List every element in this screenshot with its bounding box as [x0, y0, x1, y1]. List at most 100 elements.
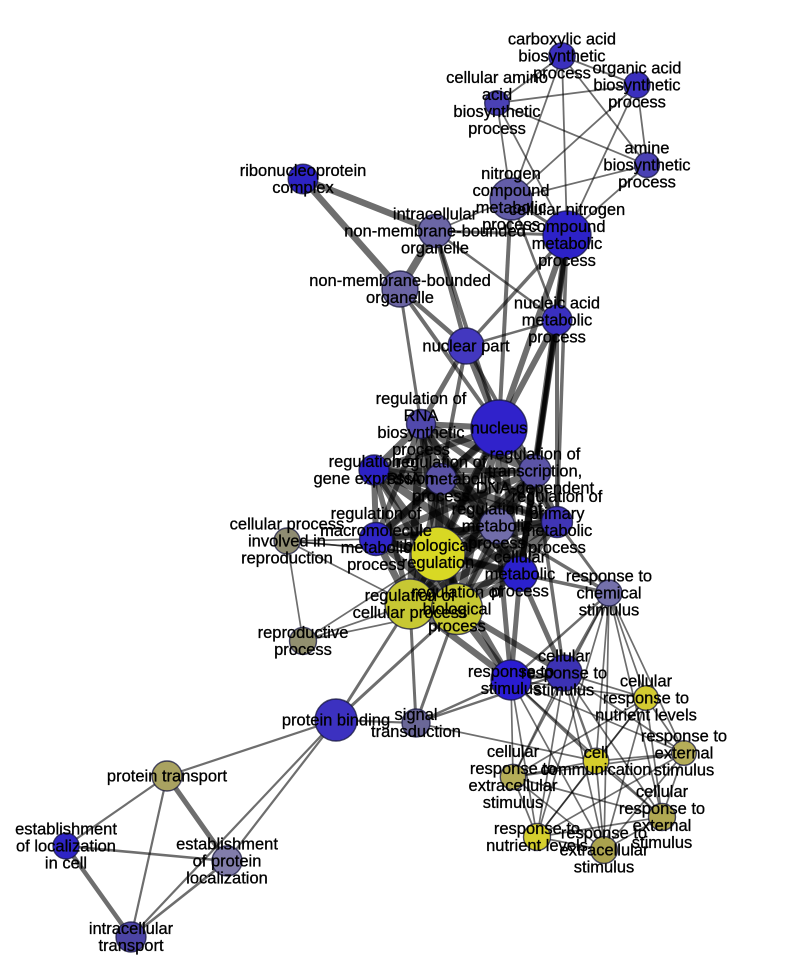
- svg-text:nutrient levels: nutrient levels: [595, 707, 697, 725]
- svg-text:process: process: [392, 441, 450, 459]
- svg-text:nuclear part: nuclear part: [422, 338, 510, 356]
- svg-text:acid: acid: [482, 86, 512, 104]
- svg-text:process: process: [274, 641, 332, 659]
- svg-text:process: process: [608, 94, 666, 112]
- svg-text:stimulus: stimulus: [654, 762, 715, 780]
- svg-text:nucleic acid: nucleic acid: [514, 295, 600, 313]
- svg-text:process: process: [482, 216, 540, 234]
- svg-text:establishment: establishment: [15, 821, 117, 839]
- svg-text:process: process: [412, 488, 470, 506]
- svg-text:intracellular: intracellular: [393, 206, 478, 224]
- svg-text:regulation of: regulation of: [331, 505, 422, 523]
- svg-text:localization: localization: [186, 870, 268, 888]
- svg-text:primary: primary: [529, 505, 585, 523]
- svg-text:protein transport: protein transport: [107, 768, 228, 786]
- svg-text:metabolic: metabolic: [341, 539, 412, 557]
- svg-text:process: process: [528, 329, 586, 347]
- svg-text:process: process: [538, 252, 596, 270]
- svg-text:regulation of: regulation of: [452, 501, 543, 519]
- svg-text:process: process: [618, 174, 676, 192]
- svg-text:organic acid: organic acid: [593, 60, 682, 78]
- svg-text:stimulus: stimulus: [481, 680, 542, 698]
- svg-text:RNA: RNA: [404, 407, 439, 425]
- svg-text:stimulus: stimulus: [574, 859, 635, 877]
- svg-text:process: process: [347, 556, 405, 574]
- svg-text:metabolic: metabolic: [476, 199, 547, 217]
- svg-text:complex: complex: [272, 179, 334, 197]
- svg-text:biosynthetic: biosynthetic: [377, 424, 464, 442]
- svg-text:response to: response to: [561, 825, 647, 843]
- svg-text:cellular: cellular: [487, 743, 540, 761]
- svg-text:cellular: cellular: [494, 549, 547, 567]
- svg-text:transduction: transduction: [371, 723, 461, 741]
- svg-text:regulation of: regulation of: [512, 488, 603, 506]
- svg-text:cellular process: cellular process: [230, 516, 345, 534]
- svg-text:nucleus: nucleus: [471, 420, 528, 438]
- svg-text:cellular: cellular: [636, 783, 689, 801]
- svg-text:response to: response to: [521, 665, 607, 683]
- svg-text:amine: amine: [625, 140, 670, 158]
- svg-text:organelle: organelle: [401, 240, 469, 258]
- svg-text:biosynthetic: biosynthetic: [518, 48, 605, 66]
- svg-text:regulation: regulation: [402, 554, 474, 572]
- svg-text:extracellular: extracellular: [560, 842, 649, 860]
- svg-text:non-membrane-bounded: non-membrane-bounded: [344, 223, 526, 241]
- svg-text:biosynthetic: biosynthetic: [453, 103, 540, 121]
- svg-text:RNA metabolic: RNA metabolic: [386, 471, 495, 489]
- svg-text:establishment: establishment: [176, 836, 278, 854]
- svg-text:signal: signal: [394, 706, 437, 724]
- svg-text:biosynthetic: biosynthetic: [603, 157, 690, 175]
- svg-text:regulation of: regulation of: [365, 587, 456, 605]
- svg-text:stimulus: stimulus: [632, 834, 693, 852]
- svg-text:response to: response to: [494, 820, 580, 838]
- svg-text:transport: transport: [98, 937, 164, 955]
- svg-text:cell: cell: [584, 744, 609, 762]
- svg-text:metabolic: metabolic: [462, 518, 533, 536]
- svg-text:nutrient levels: nutrient levels: [486, 837, 588, 855]
- svg-text:reproductive: reproductive: [258, 624, 349, 642]
- svg-text:stimulus: stimulus: [579, 602, 640, 620]
- svg-text:metabolic: metabolic: [485, 566, 556, 584]
- svg-text:DNA-dependent: DNA-dependent: [476, 480, 595, 498]
- svg-text:process: process: [468, 535, 526, 553]
- svg-text:gene expression: gene expression: [313, 470, 434, 488]
- svg-text:response to: response to: [619, 800, 705, 818]
- svg-text:regulation of: regulation of: [490, 446, 581, 464]
- svg-text:cellular: cellular: [620, 673, 673, 691]
- svg-text:extracellular: extracellular: [469, 777, 558, 795]
- svg-text:non-membrane-bounded: non-membrane-bounded: [309, 272, 491, 290]
- svg-text:communication: communication: [541, 761, 652, 779]
- svg-text:biological: biological: [423, 601, 492, 619]
- svg-text:intracellular: intracellular: [89, 920, 174, 938]
- svg-text:external: external: [655, 745, 714, 763]
- svg-text:cellular amino: cellular amino: [446, 69, 548, 87]
- svg-text:biosynthetic: biosynthetic: [593, 77, 680, 95]
- svg-text:of localization: of localization: [16, 838, 116, 856]
- svg-text:response to: response to: [468, 663, 554, 681]
- svg-text:regulation of: regulation of: [376, 390, 467, 408]
- svg-text:regulation of: regulation of: [396, 454, 487, 472]
- svg-text:ribonucleoprotein: ribonucleoprotein: [240, 162, 367, 180]
- svg-text:response to: response to: [566, 568, 652, 586]
- svg-text:reproduction: reproduction: [241, 550, 333, 568]
- svg-text:response to: response to: [470, 760, 556, 778]
- svg-text:process: process: [428, 618, 486, 636]
- svg-text:metabolic: metabolic: [522, 522, 593, 540]
- svg-text:in cell: in cell: [45, 855, 87, 873]
- svg-text:stimulus: stimulus: [534, 682, 595, 700]
- svg-text:involved in: involved in: [248, 533, 326, 551]
- svg-text:cellular nitrogen: cellular nitrogen: [509, 201, 625, 219]
- svg-text:metabolic: metabolic: [532, 235, 603, 253]
- svg-text:compound: compound: [528, 218, 605, 236]
- svg-text:macromolecule: macromolecule: [320, 522, 432, 540]
- svg-text:chemical: chemical: [576, 585, 641, 603]
- svg-text:of protein: of protein: [193, 853, 262, 871]
- svg-text:metabolic: metabolic: [522, 312, 593, 330]
- svg-text:organelle: organelle: [366, 289, 434, 307]
- svg-text:response to: response to: [603, 690, 689, 708]
- svg-text:external: external: [633, 817, 692, 835]
- svg-text:carboxylic acid: carboxylic acid: [508, 31, 616, 49]
- svg-text:process: process: [468, 120, 526, 138]
- svg-text:transcription,: transcription,: [488, 463, 582, 481]
- svg-text:cellular process: cellular process: [353, 604, 468, 622]
